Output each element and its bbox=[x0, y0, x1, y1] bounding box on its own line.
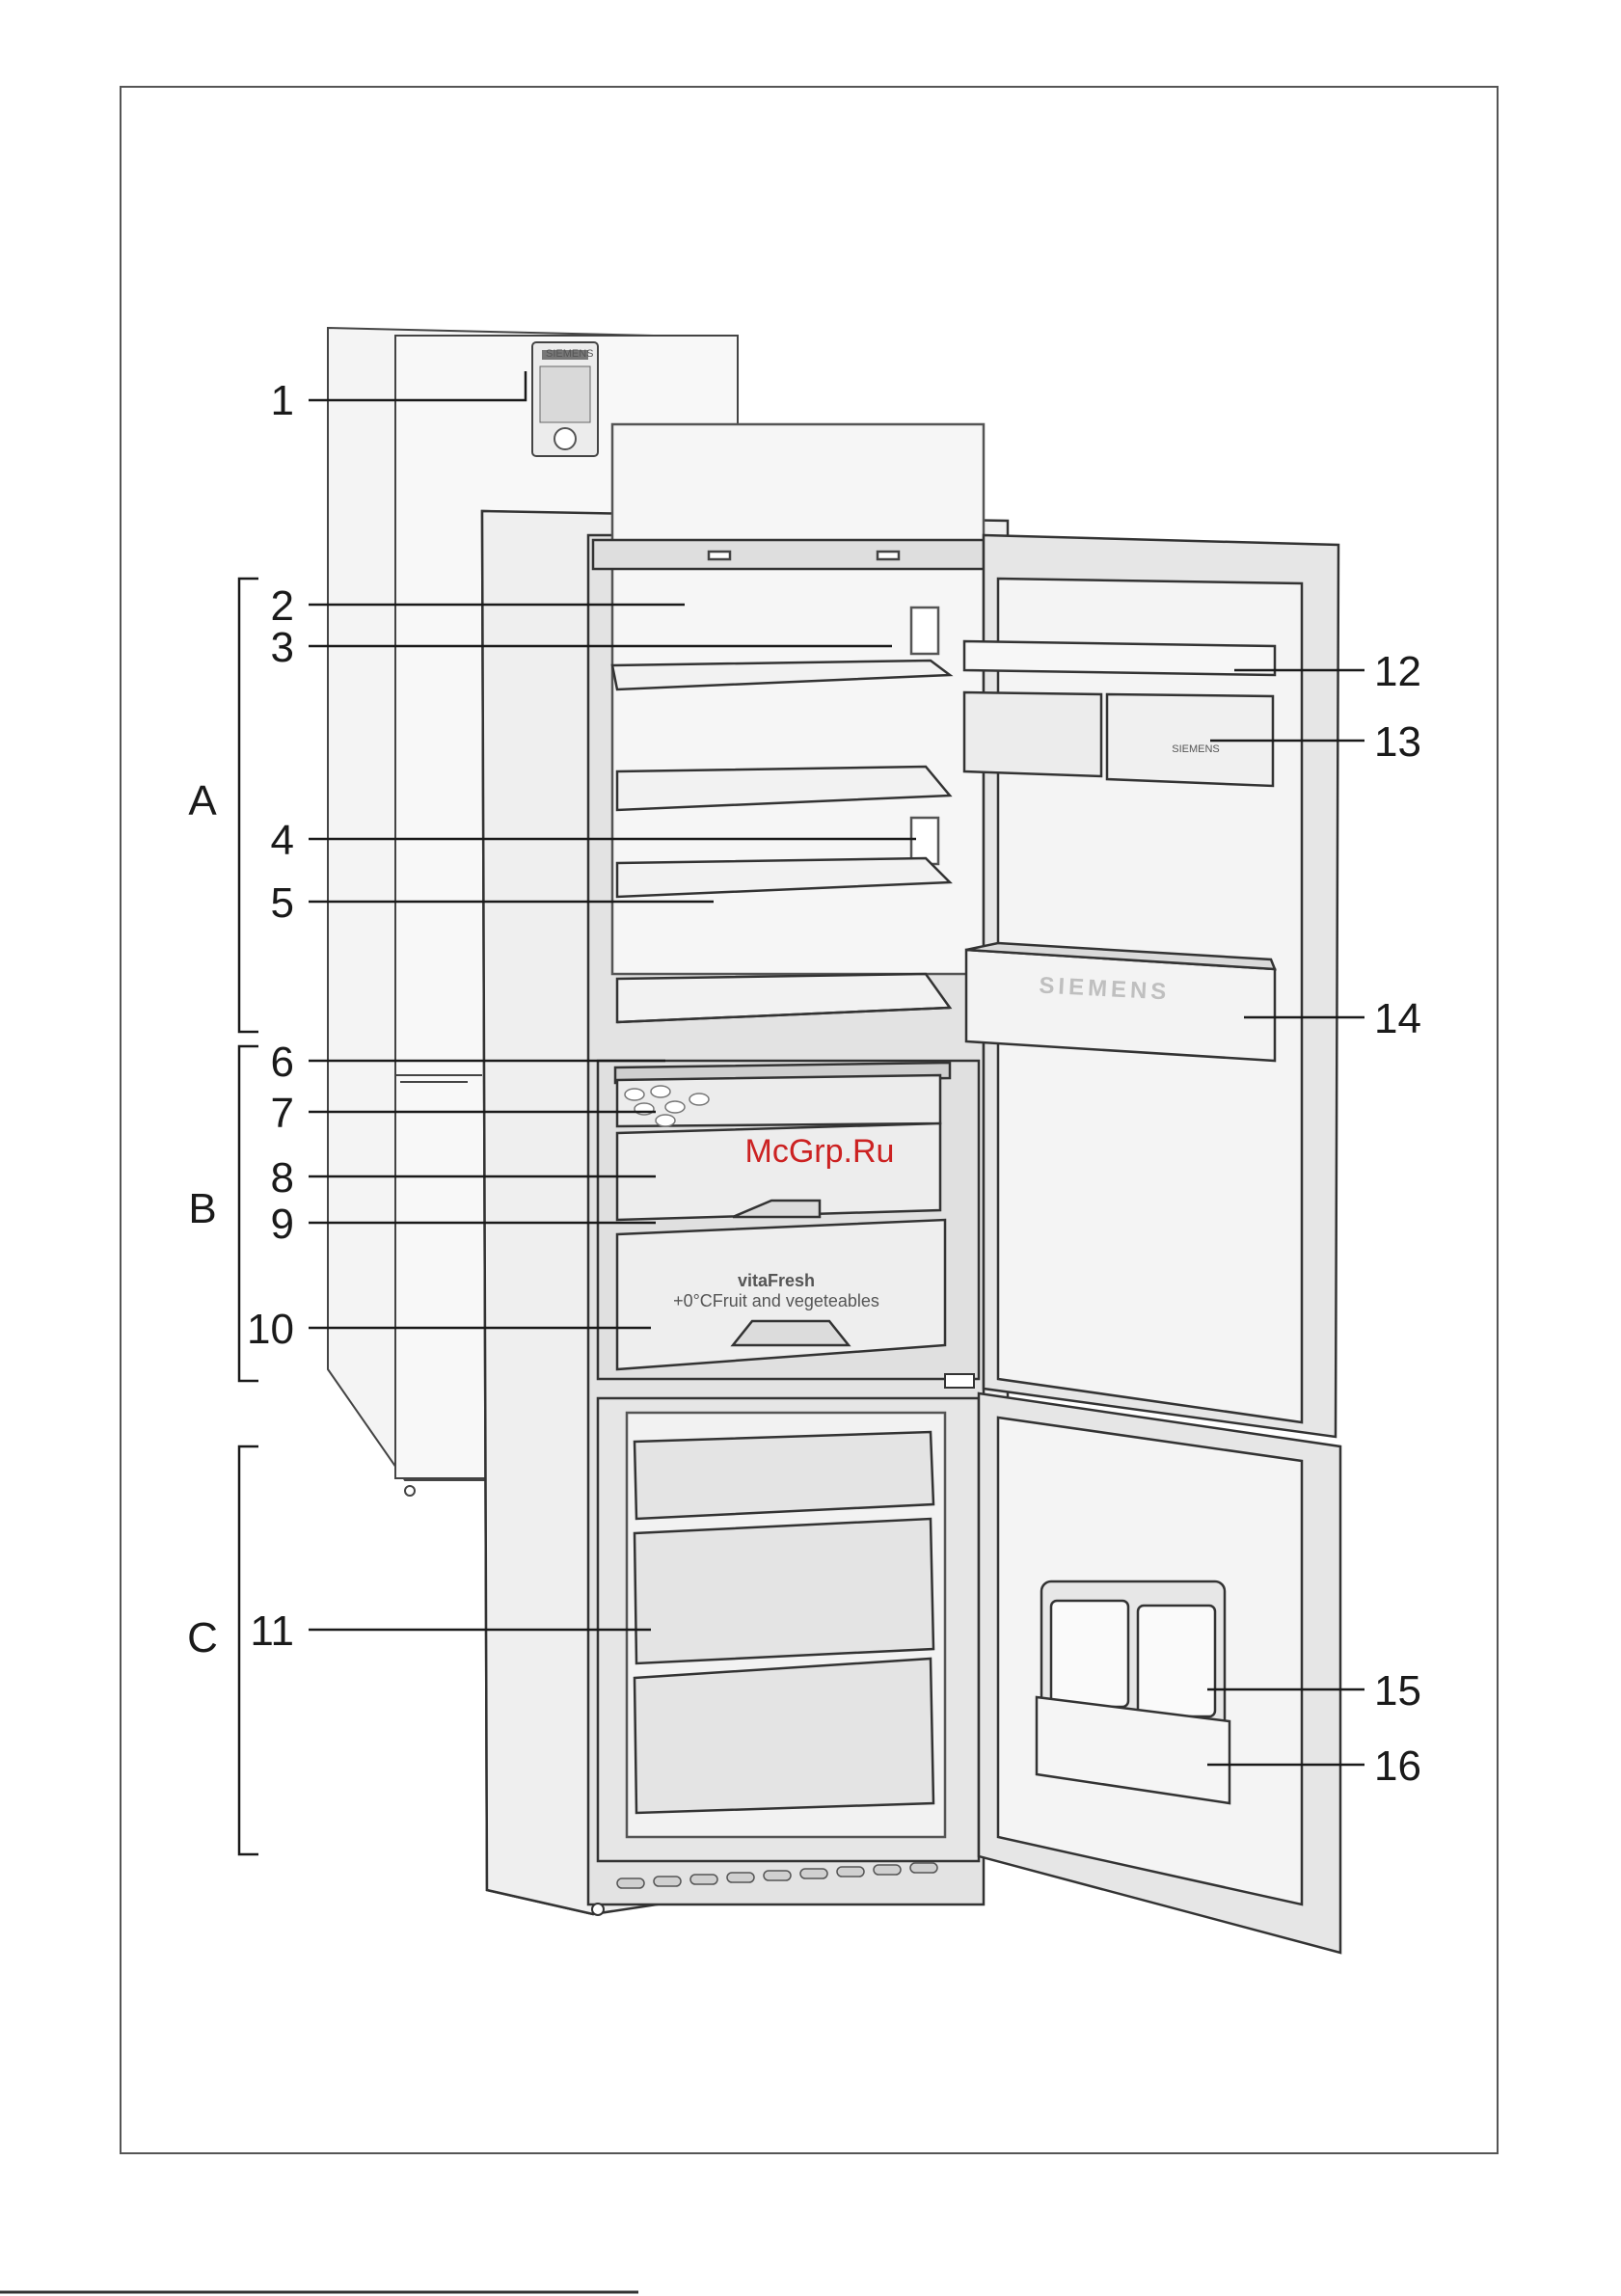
callout-4: 4 bbox=[271, 817, 294, 864]
box-brand: SIEMENS bbox=[1172, 743, 1220, 755]
watermark: McGrp.Ru bbox=[745, 1133, 895, 1170]
control-panel: SIEMENS bbox=[532, 342, 598, 456]
drawer-subtitle-text: +0°CFruit and vegeteables bbox=[673, 1291, 879, 1310]
section-brackets bbox=[239, 579, 258, 1854]
callout-5: 5 bbox=[271, 879, 294, 927]
callout-10: 10 bbox=[247, 1306, 294, 1353]
callout-14: 14 bbox=[1374, 995, 1421, 1042]
freezer-door bbox=[979, 1393, 1340, 1953]
freezer-compartment bbox=[598, 1398, 979, 1888]
callout-6: 6 bbox=[271, 1039, 294, 1086]
door-hinge bbox=[945, 1374, 974, 1388]
callout-1: 1 bbox=[271, 377, 294, 424]
callout-11: 11 bbox=[250, 1607, 294, 1655]
chiller-drawers bbox=[598, 1061, 979, 1379]
callout-3: 3 bbox=[271, 624, 294, 671]
callout-13: 13 bbox=[1374, 718, 1421, 766]
closed-fridge-foot bbox=[405, 1486, 415, 1496]
callout-7: 7 bbox=[271, 1090, 294, 1137]
panel-brand-text: SIEMENS bbox=[546, 348, 594, 360]
cabinet-foot bbox=[592, 1904, 604, 1915]
callout-8: 8 bbox=[271, 1154, 294, 1202]
callout-15: 15 bbox=[1374, 1667, 1421, 1715]
callout-12: 12 bbox=[1374, 648, 1421, 695]
section-a-label: A bbox=[188, 777, 217, 824]
section-c-label: C bbox=[187, 1614, 218, 1661]
callout-16: 16 bbox=[1374, 1742, 1421, 1790]
drawer-title-text: vitaFresh bbox=[738, 1271, 815, 1290]
section-b-label: B bbox=[188, 1185, 216, 1232]
callout-2: 2 bbox=[271, 582, 294, 630]
callout-9: 9 bbox=[271, 1201, 294, 1248]
